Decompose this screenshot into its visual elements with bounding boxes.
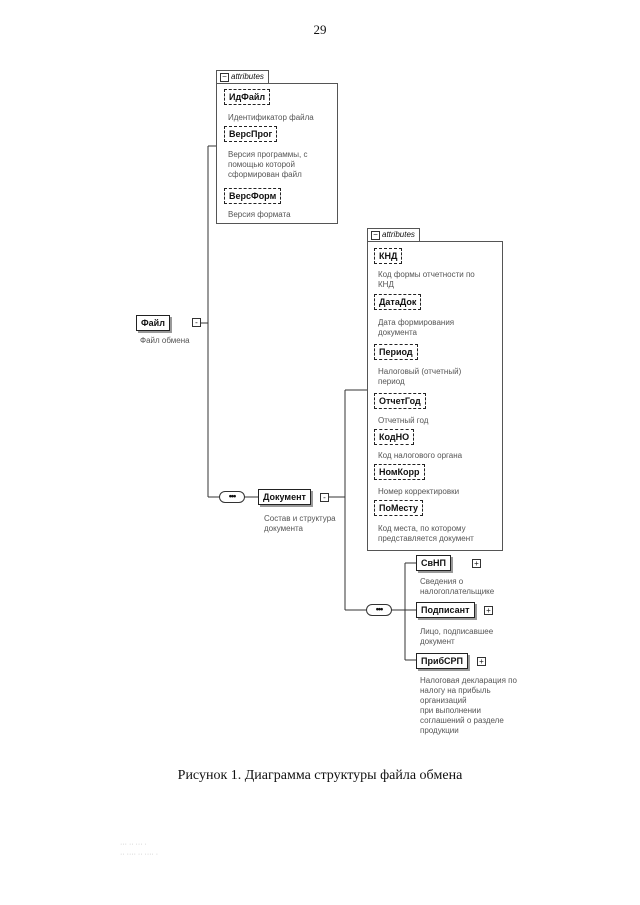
collapse-icon: − xyxy=(220,73,229,82)
child-svnp-desc: Сведения о налогоплательщике xyxy=(420,577,495,596)
attr-idfile-label: ИдФайл xyxy=(229,92,266,102)
child-pribsrp-desc: Налоговая декларация по налогу на прибыл… xyxy=(420,676,517,735)
page-number: 29 xyxy=(313,22,327,37)
attr-knd-label: КНД xyxy=(379,251,398,261)
footer-faint-line-1: ··· ·· ··· · xyxy=(120,841,147,848)
child-pribsrp[interactable]: ПрибСРП xyxy=(416,653,469,669)
child-podpisant-expand-icon[interactable]: + xyxy=(484,606,493,615)
child-pribsrp-label: ПрибСРП xyxy=(421,656,464,666)
attr-otchetgod[interactable]: ОтчетГод xyxy=(374,393,426,409)
child-podpisant[interactable]: Подписант xyxy=(416,602,475,618)
attr-datadok-desc: Дата формирования документа xyxy=(378,318,455,337)
doc-attributes-tab-label: attributes xyxy=(382,230,415,239)
attr-pomestu[interactable]: ПоМесту xyxy=(374,500,423,516)
document-expand-icon[interactable]: - xyxy=(320,493,329,502)
figure-caption: Рисунок 1. Диаграмма структуры файла обм… xyxy=(177,768,463,783)
attr-nomkorr-desc: Номер корректировки xyxy=(378,487,460,496)
root-expand-icon[interactable]: - xyxy=(192,318,201,327)
attr-period-label: Период xyxy=(379,347,413,357)
attr-period-desc: Налоговый (отчетный) период xyxy=(378,367,462,386)
child-pribsrp-expand-icon[interactable]: + xyxy=(477,657,486,666)
attr-versprog-desc: Версия программы, с помощью которой сфор… xyxy=(228,150,308,179)
collapse-icon: − xyxy=(371,231,380,240)
attr-datadok[interactable]: ДатаДок xyxy=(374,294,422,310)
attr-otchetgod-desc: Отчетный год xyxy=(378,416,429,425)
child-svnp[interactable]: СвНП xyxy=(416,555,452,571)
child-svnp-label: СвНП xyxy=(421,558,447,568)
attr-period[interactable]: Период xyxy=(374,344,418,360)
attr-idfile-desc: Идентификатор файла xyxy=(228,113,314,122)
document-label: Документ xyxy=(263,492,306,502)
attr-kodno-label: КодНО xyxy=(379,432,410,442)
file-attributes-tab[interactable]: − attributes xyxy=(216,70,269,83)
sequence-symbol: ••• xyxy=(228,491,237,501)
attr-kodno[interactable]: КодНО xyxy=(374,429,415,445)
child-podpisant-desc: Лицо, подписавшее документ xyxy=(420,627,494,646)
child-podpisant-label: Подписант xyxy=(421,605,470,615)
attr-kodno-desc: Код налогового органа xyxy=(378,451,463,460)
child-svnp-expand-icon[interactable]: + xyxy=(472,559,481,568)
attr-knd-desc: Код формы отчетности по КНД xyxy=(378,270,475,289)
attr-pomestu-desc: Код места, по которому представляется до… xyxy=(378,524,474,543)
attr-versform[interactable]: ВерсФорм xyxy=(224,188,282,204)
attr-versprog-label: ВерсПрог xyxy=(229,129,273,139)
attr-versform-label: ВерсФорм xyxy=(229,191,277,201)
root-node[interactable]: Файл xyxy=(136,315,170,331)
attr-pomestu-label: ПоМесту xyxy=(379,503,418,513)
root-label: Файл xyxy=(141,318,165,328)
children-sequence-icon: ••• xyxy=(366,604,392,616)
attr-knd[interactable]: КНД xyxy=(374,248,403,264)
attr-versprog[interactable]: ВерсПрог xyxy=(224,126,278,142)
file-attributes-tab-label: attributes xyxy=(231,72,264,81)
attr-otchetgod-label: ОтчетГод xyxy=(379,396,421,406)
attr-datadok-label: ДатаДок xyxy=(379,297,417,307)
document-node[interactable]: Документ xyxy=(258,489,311,505)
document-desc: Состав и структура документа xyxy=(264,514,336,533)
footer-faint-line-2: ·· ···· ·· ···· · xyxy=(120,851,159,858)
attr-versform-desc: Версия формата xyxy=(228,210,291,219)
attr-idfile[interactable]: ИдФайл xyxy=(224,89,271,105)
attr-nomkorr[interactable]: НомКорр xyxy=(374,464,425,480)
root-desc: Файл обмена xyxy=(140,336,190,345)
attr-nomkorr-label: НомКорр xyxy=(379,467,420,477)
children-sequence-symbol: ••• xyxy=(375,604,384,614)
doc-attributes-tab[interactable]: − attributes xyxy=(367,228,420,241)
sequence-icon: ••• xyxy=(219,491,245,503)
